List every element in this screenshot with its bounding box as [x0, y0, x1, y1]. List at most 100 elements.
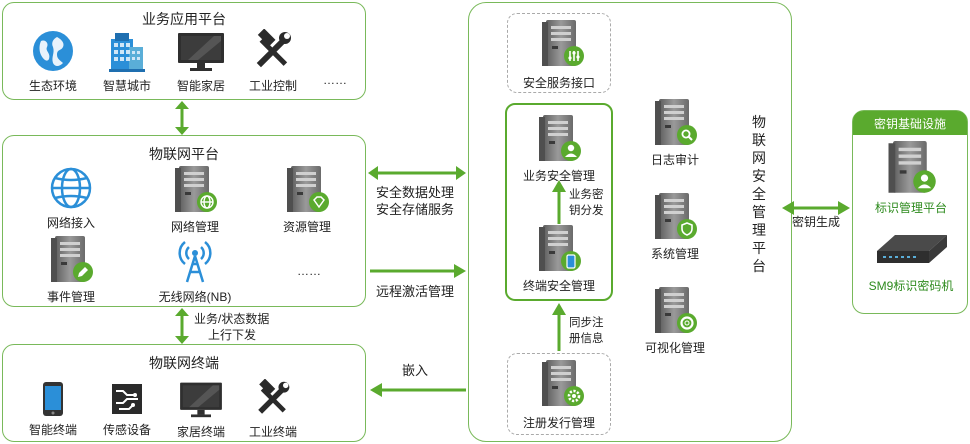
- identity-platform-label: 标识管理平台: [874, 201, 947, 215]
- ellipsis-text: ……: [297, 264, 321, 278]
- sm9-machine: SM9标识密码机: [857, 229, 965, 294]
- city-building-icon: [109, 33, 145, 72]
- item-wireless-nb: 无线网络(NB): [153, 236, 237, 305]
- item-label: 家居终端: [176, 425, 225, 439]
- arrow-business-iot: [175, 101, 189, 135]
- server-lifebuoy-icon: [655, 287, 697, 333]
- server-shield-icon: [655, 193, 697, 239]
- item-label: 网络管理: [170, 220, 219, 234]
- business-security-label: 业务安全管理: [522, 169, 595, 183]
- arrow-sync-register: [552, 303, 566, 351]
- core-security-group: [505, 103, 613, 301]
- system-mgmt: 系统管理: [635, 193, 715, 262]
- item-event-mgmt: 事件管理: [39, 236, 103, 305]
- embed-label: 嵌入: [402, 363, 429, 378]
- terminal-security-mgmt: 终端安全管理: [507, 225, 611, 294]
- issue-mgmt-label: 注册发行管理: [522, 416, 595, 430]
- security-interface-label: 安全服务接口: [522, 76, 595, 90]
- item-home-terminal: 家居终端: [169, 379, 233, 440]
- uplink-label: 上行下发: [207, 328, 256, 342]
- secure-services-label: 安全数据处理 安全存储服务: [376, 184, 466, 218]
- item-network-access: 网络接入: [39, 166, 103, 231]
- hammer-wrench-icon: [256, 29, 291, 68]
- arrow-key-generation: [782, 201, 850, 215]
- ellipsis-text: ……: [323, 73, 347, 87]
- server-user-icon: [888, 141, 936, 193]
- business-data-label: 业务/状态数据: [194, 312, 270, 326]
- item-industrial-control: 工业控制: [243, 29, 303, 94]
- item-label: 网络接入: [46, 216, 95, 230]
- visual-mgmt-label: 可视化管理: [644, 341, 705, 355]
- key-generation-label: 密钥生成: [792, 215, 841, 229]
- security-platform-title: 物联网安全管理平台: [752, 114, 766, 274]
- globe-icon: [33, 31, 73, 71]
- iot-platform-title: 物联网平台: [149, 146, 219, 162]
- server-search-icon: [655, 99, 697, 145]
- server-phone-icon: [539, 225, 581, 271]
- visual-mgmt: 可视化管理: [635, 287, 715, 356]
- item-smart-home: 智能家居: [171, 29, 231, 94]
- secure-storage-text: 安全存储服务: [376, 202, 455, 217]
- globe-outline-icon: [50, 167, 92, 209]
- security-platform-panel: 安全服务接口 业务安全管理 业务密钥分发 终端安全管理 同步注册信息: [468, 2, 792, 442]
- identity-platform: 标识管理平台: [857, 141, 965, 216]
- item-label: 工业终端: [248, 425, 297, 439]
- item-label: 智能家居: [176, 79, 225, 93]
- arrow-remote-activation: [370, 264, 466, 278]
- item-label: 事件管理: [46, 290, 95, 304]
- iot-platform-panel: 物联网平台 网络接入 网络管理 资源管理: [2, 135, 366, 307]
- arrow-key-distribution: [552, 180, 566, 224]
- arrow-embed: [370, 383, 466, 397]
- item-ecology: 生态环境: [23, 29, 83, 94]
- issue-mgmt-box: 注册发行管理: [507, 353, 611, 435]
- item-network-mgmt: 网络管理: [163, 166, 227, 235]
- item-more: ……: [315, 73, 355, 87]
- item-label: 智慧城市: [102, 79, 151, 93]
- antenna-icon: [178, 241, 212, 283]
- server-user-icon: [539, 115, 581, 161]
- terminal-security-label: 终端安全管理: [522, 279, 595, 293]
- iot-terminal-panel: 物联网终端 智能终端 传感设备 家居终端: [2, 344, 366, 442]
- item-label: 资源管理: [282, 220, 331, 234]
- business-data-note: 业务/状态数据 上行下发: [194, 311, 274, 343]
- item-smart-terminal: 智能终端: [23, 381, 83, 438]
- server-globe-icon: [175, 166, 217, 212]
- server-diamond-icon: [287, 166, 329, 212]
- server-pen-icon: [51, 236, 93, 282]
- smartphone-icon: [43, 382, 63, 416]
- monitor-icon: [178, 33, 224, 71]
- item-label: 传感设备: [102, 423, 151, 437]
- log-audit-label: 日志审计: [650, 153, 699, 167]
- system-mgmt-label: 系统管理: [650, 247, 699, 261]
- key-infra-title: 密钥基础设施: [873, 117, 946, 131]
- hammer-wrench-icon: [258, 379, 290, 414]
- item-resource-mgmt: 资源管理: [275, 166, 339, 235]
- item-industrial-terminal: 工业终端: [241, 379, 305, 440]
- business-platform-title: 业务应用平台: [142, 11, 226, 27]
- key-distribution-note: 业务密钥分发: [569, 189, 604, 217]
- arrow-secure-services: [368, 166, 466, 180]
- item-label: 工业控制: [248, 79, 297, 93]
- security-interface-box: 安全服务接口: [507, 13, 611, 93]
- item-smart-city: 智慧城市: [97, 29, 157, 94]
- secure-processing-text: 安全数据处理: [376, 185, 455, 200]
- crypto-machine-icon: [877, 235, 947, 263]
- log-audit: 日志审计: [635, 99, 715, 168]
- business-security-mgmt: 业务安全管理: [507, 115, 611, 184]
- sensor-chip-icon: [112, 384, 142, 414]
- sm9-machine-label: SM9标识密码机: [868, 279, 954, 293]
- key-infra-title-bar: [853, 111, 967, 135]
- server-gear-icon: [542, 360, 584, 406]
- sync-register-note: 同步注册信息: [569, 317, 604, 345]
- item-sensor: 传感设备: [95, 381, 159, 438]
- item-label: 智能终端: [28, 423, 77, 437]
- item-label: 生态环境: [28, 79, 77, 93]
- remote-activation-label: 远程激活管理: [376, 284, 455, 299]
- monitor-icon: [180, 382, 222, 418]
- arrow-iot-terminal: [175, 308, 189, 344]
- item-more: ……: [289, 264, 329, 278]
- business-platform-panel: 业务应用平台 生态环境 智慧城市: [2, 2, 366, 100]
- key-infra-panel: 密钥基础设施 标识管理平台 SM9标识密码机: [852, 110, 968, 314]
- item-label: 无线网络(NB): [158, 290, 232, 304]
- server-settings-icon: [542, 20, 584, 66]
